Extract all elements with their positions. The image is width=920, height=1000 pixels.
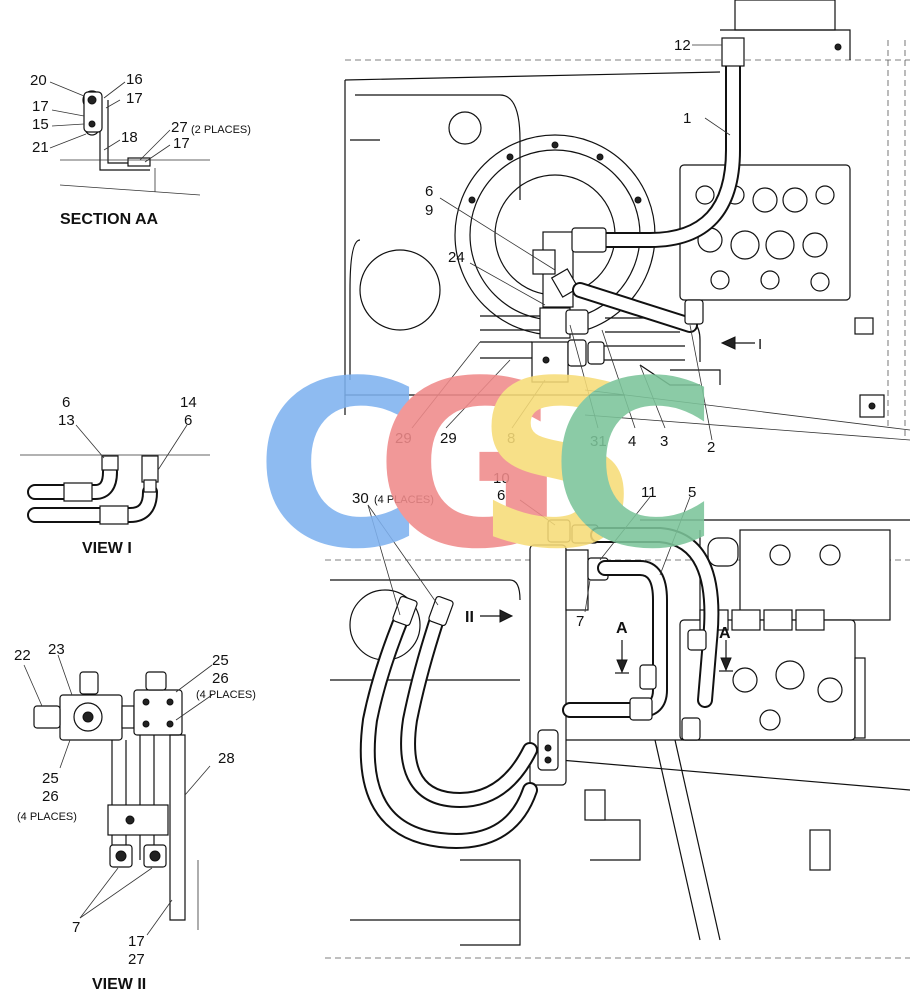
view-ii-drawing [23,654,213,936]
section-aa-title: SECTION AA [60,211,159,228]
top-view-label-1: 1 [683,110,691,127]
bottom-view-section-a-right: A [719,625,731,642]
view-ii-label-26a: 26 [212,670,229,687]
view-ii-title: VIEW II [92,976,146,993]
section-aa-label-16: 16 [126,71,143,88]
view-ii-label-7: 7 [72,919,80,936]
bottom-view-places-note: (4 PLACES) [374,494,434,506]
view-i-drawing [20,424,210,525]
watermark-letter-c2: C [550,333,719,600]
view-i-label-6b: 6 [184,412,192,429]
bottom-view-label-11: 11 [641,484,657,501]
view-i-label-14: 14 [180,394,197,411]
section-aa-places-note: (2 PLACES) [191,124,251,136]
bottom-view-section-a-left: A [616,620,628,637]
view-ii-label-22: 22 [14,647,31,664]
top-view-label-9: 9 [425,202,433,219]
view-i-label-13: 13 [58,412,75,429]
top-view-label-24: 24 [448,249,465,266]
top-view-label-i: I [758,336,762,353]
top-view-label-29b: 29 [440,430,457,447]
top-view-label-6: 6 [425,183,433,200]
view-ii-label-26b: 26 [42,788,59,805]
section-aa-label-15: 15 [32,116,49,133]
watermark-letter-c1: C [255,333,424,600]
section-aa-label-17b: 17 [32,98,49,115]
section-aa-label-17a: 17 [126,90,143,107]
bottom-view-label-ii: II [465,609,474,626]
view-ii-places-note-b: (4 PLACES) [17,811,77,823]
view-ii-places-note-a: (4 PLACES) [196,689,256,701]
view-ii-label-25b: 25 [42,770,59,787]
view-ii-label-25a: 25 [212,652,229,669]
bottom-view-label-6: 6 [497,487,505,504]
cgsc-watermark: C G S C [255,333,719,600]
bottom-view-label-7: 7 [576,613,584,630]
view-ii-label-28: 28 [218,750,235,767]
top-view-label-29a: 29 [395,430,412,447]
view-ii-label-27: 27 [128,951,145,968]
top-view-label-8: 8 [507,430,515,447]
top-view-drawing [344,0,911,441]
bottom-view-label-5: 5 [688,484,696,501]
watermark-letter-g: G [375,333,564,600]
section-aa-drawing [49,81,210,196]
top-view-label-31: 31 [590,433,607,450]
section-aa-label-17c: 17 [173,135,190,152]
watermark-letter-s: S [475,333,641,600]
bottom-view-label-30: 30 [352,490,369,507]
top-view-label-4: 4 [628,433,636,450]
top-view-label-2: 2 [707,439,715,456]
top-view-label-12: 12 [674,37,691,54]
view-i-label-6a: 6 [62,394,70,411]
section-aa-label-18: 18 [121,129,138,146]
section-aa-label-20: 20 [30,72,47,89]
view-ii-label-23: 23 [48,641,65,658]
bottom-view-label-10: 10 [493,470,510,487]
section-aa-label-21: 21 [32,139,49,156]
view-ii-label-17: 17 [128,933,145,950]
top-view-label-3: 3 [660,433,668,450]
bottom-view-drawing [325,496,911,959]
section-aa-label-27: 27 [171,119,188,136]
view-i-title: VIEW I [82,540,132,557]
